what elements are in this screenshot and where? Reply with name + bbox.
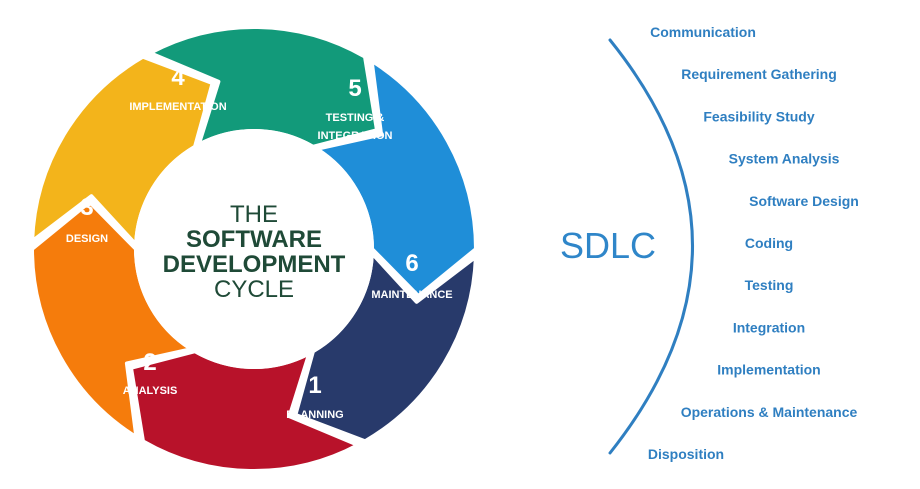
- cycle-title-line3: DEVELOPMENT: [163, 251, 346, 278]
- phase-item: System Analysis: [729, 151, 840, 167]
- segment-label-1: PLANNING: [286, 409, 343, 421]
- segment-label-6: MAINTENANCE: [371, 289, 452, 301]
- cycle-title-line1: THE: [230, 201, 278, 228]
- cycle-segments: [30, 25, 478, 473]
- phase-item: Disposition: [648, 446, 724, 462]
- phase-item: Integration: [733, 319, 805, 335]
- cycle-title-line4: CYCLE: [214, 276, 294, 303]
- phase-item: Coding: [745, 235, 793, 251]
- segment-label-5-line2: INTEGRATION: [318, 130, 393, 142]
- phase-item: Operations & Maintenance: [681, 404, 858, 420]
- phase-item: Communication: [650, 24, 756, 40]
- segment-number-3: 3: [80, 194, 93, 221]
- segment-number-2: 2: [143, 349, 156, 376]
- phase-item: Software Design: [749, 193, 859, 209]
- segment-label-3: DESIGN: [66, 233, 108, 245]
- segment-number-1: 1: [308, 372, 321, 399]
- cycle-title-line2: SOFTWARE: [186, 226, 322, 253]
- sdlc-title: SDLC: [560, 225, 656, 266]
- phase-item: Feasibility Study: [703, 108, 814, 124]
- segment-label-5: TESTING &: [326, 112, 385, 124]
- phase-item: Requirement Gathering: [681, 66, 837, 82]
- sdlc-bracket: [608, 38, 694, 455]
- phase-item: Testing: [745, 277, 794, 293]
- segment-number-6: 6: [405, 250, 418, 277]
- cycle-center: [134, 129, 374, 369]
- phase-item: Implementation: [717, 362, 820, 378]
- segment-number-5: 5: [348, 75, 361, 102]
- segment-label-2: ANALYSIS: [123, 385, 178, 397]
- segment-number-4: 4: [171, 64, 185, 91]
- segment-label-4: IMPLEMENTATION: [129, 101, 226, 113]
